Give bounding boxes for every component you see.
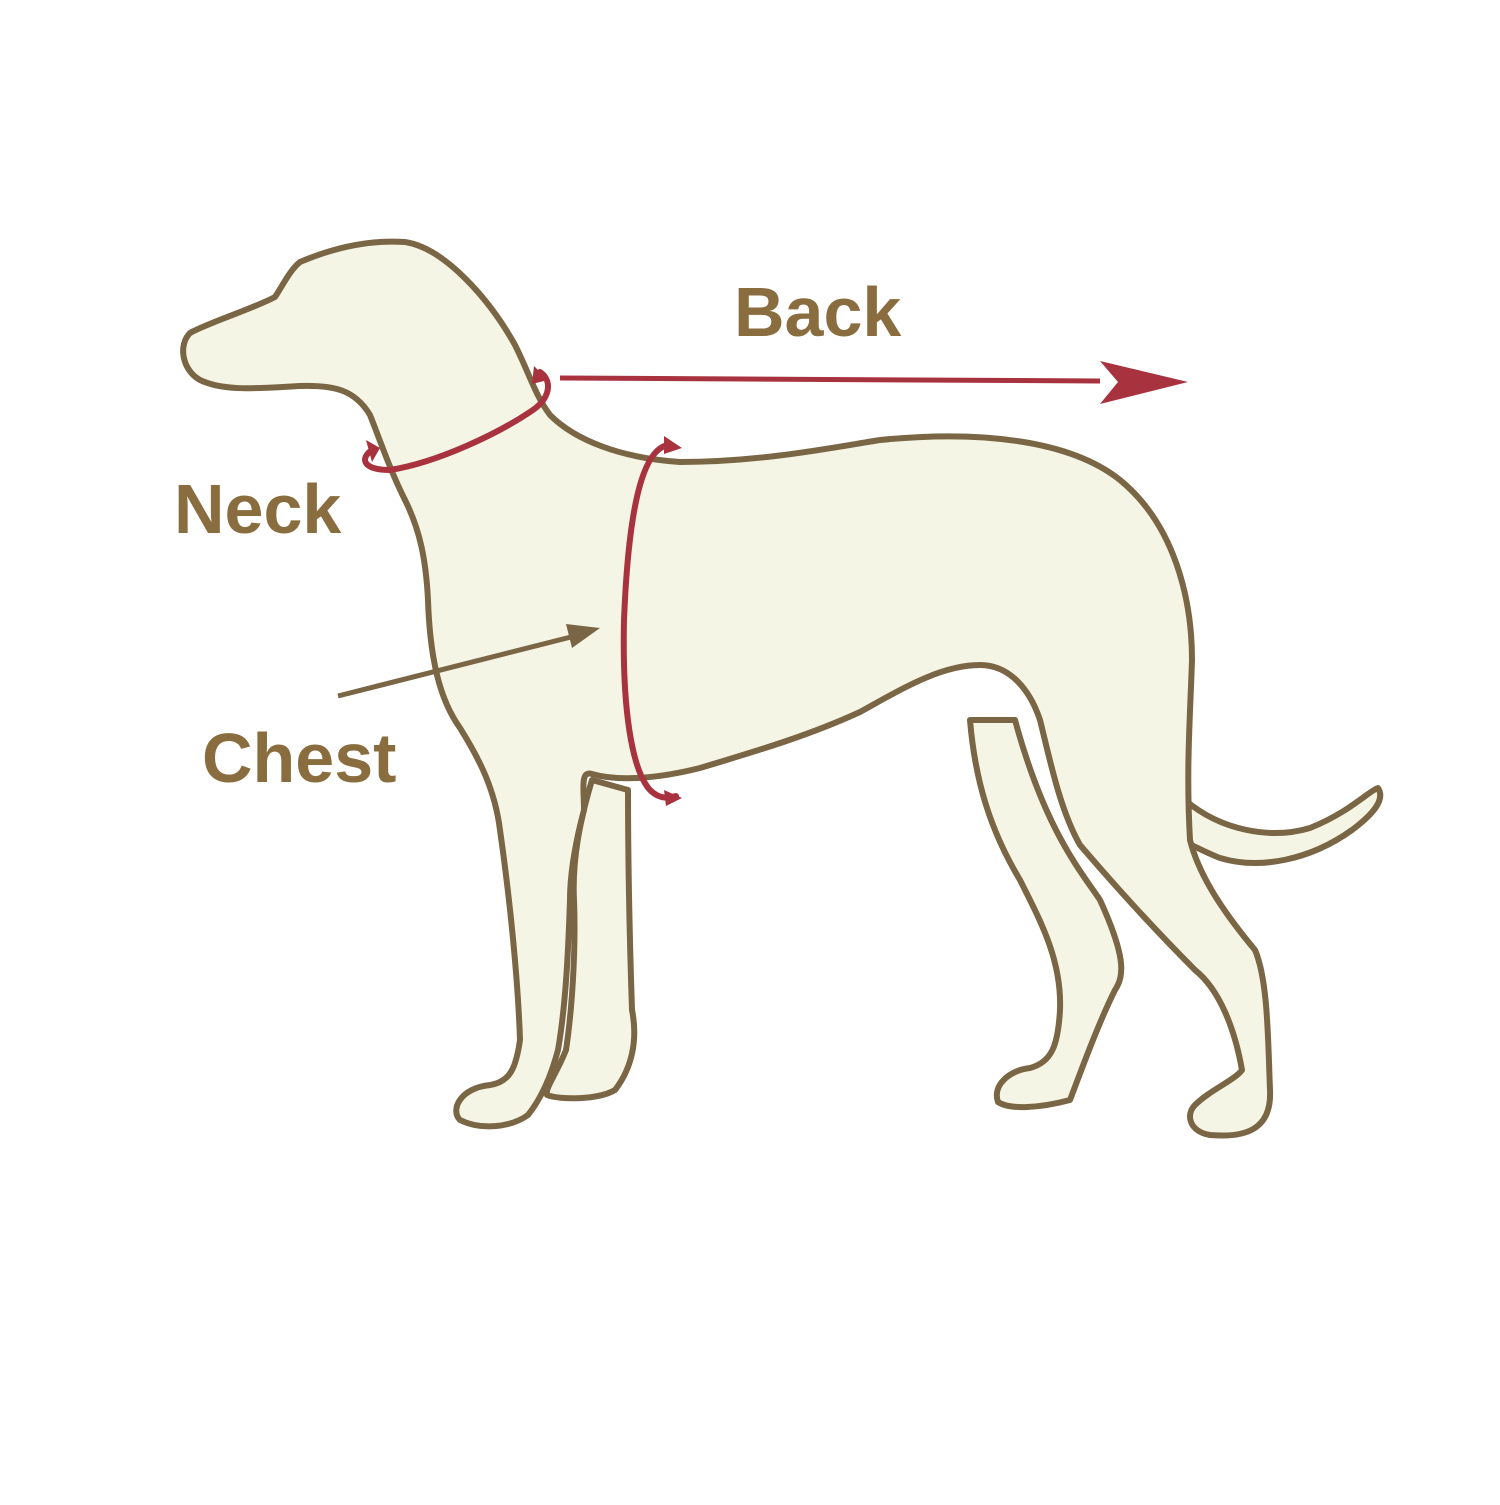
neck-label: Neck [174,470,341,548]
dog-body [180,238,1274,1139]
back-label: Back [734,273,901,351]
front-far-leg [543,777,638,1102]
tail [1182,785,1384,866]
back-far-leg [967,717,1125,1111]
chest-pointer-arrow [337,624,600,699]
chest-label: Chest [202,719,396,797]
chest-measure-loop [620,436,682,806]
back-measure-arrow [559,361,1188,404]
neck-measure-loop [362,366,551,474]
